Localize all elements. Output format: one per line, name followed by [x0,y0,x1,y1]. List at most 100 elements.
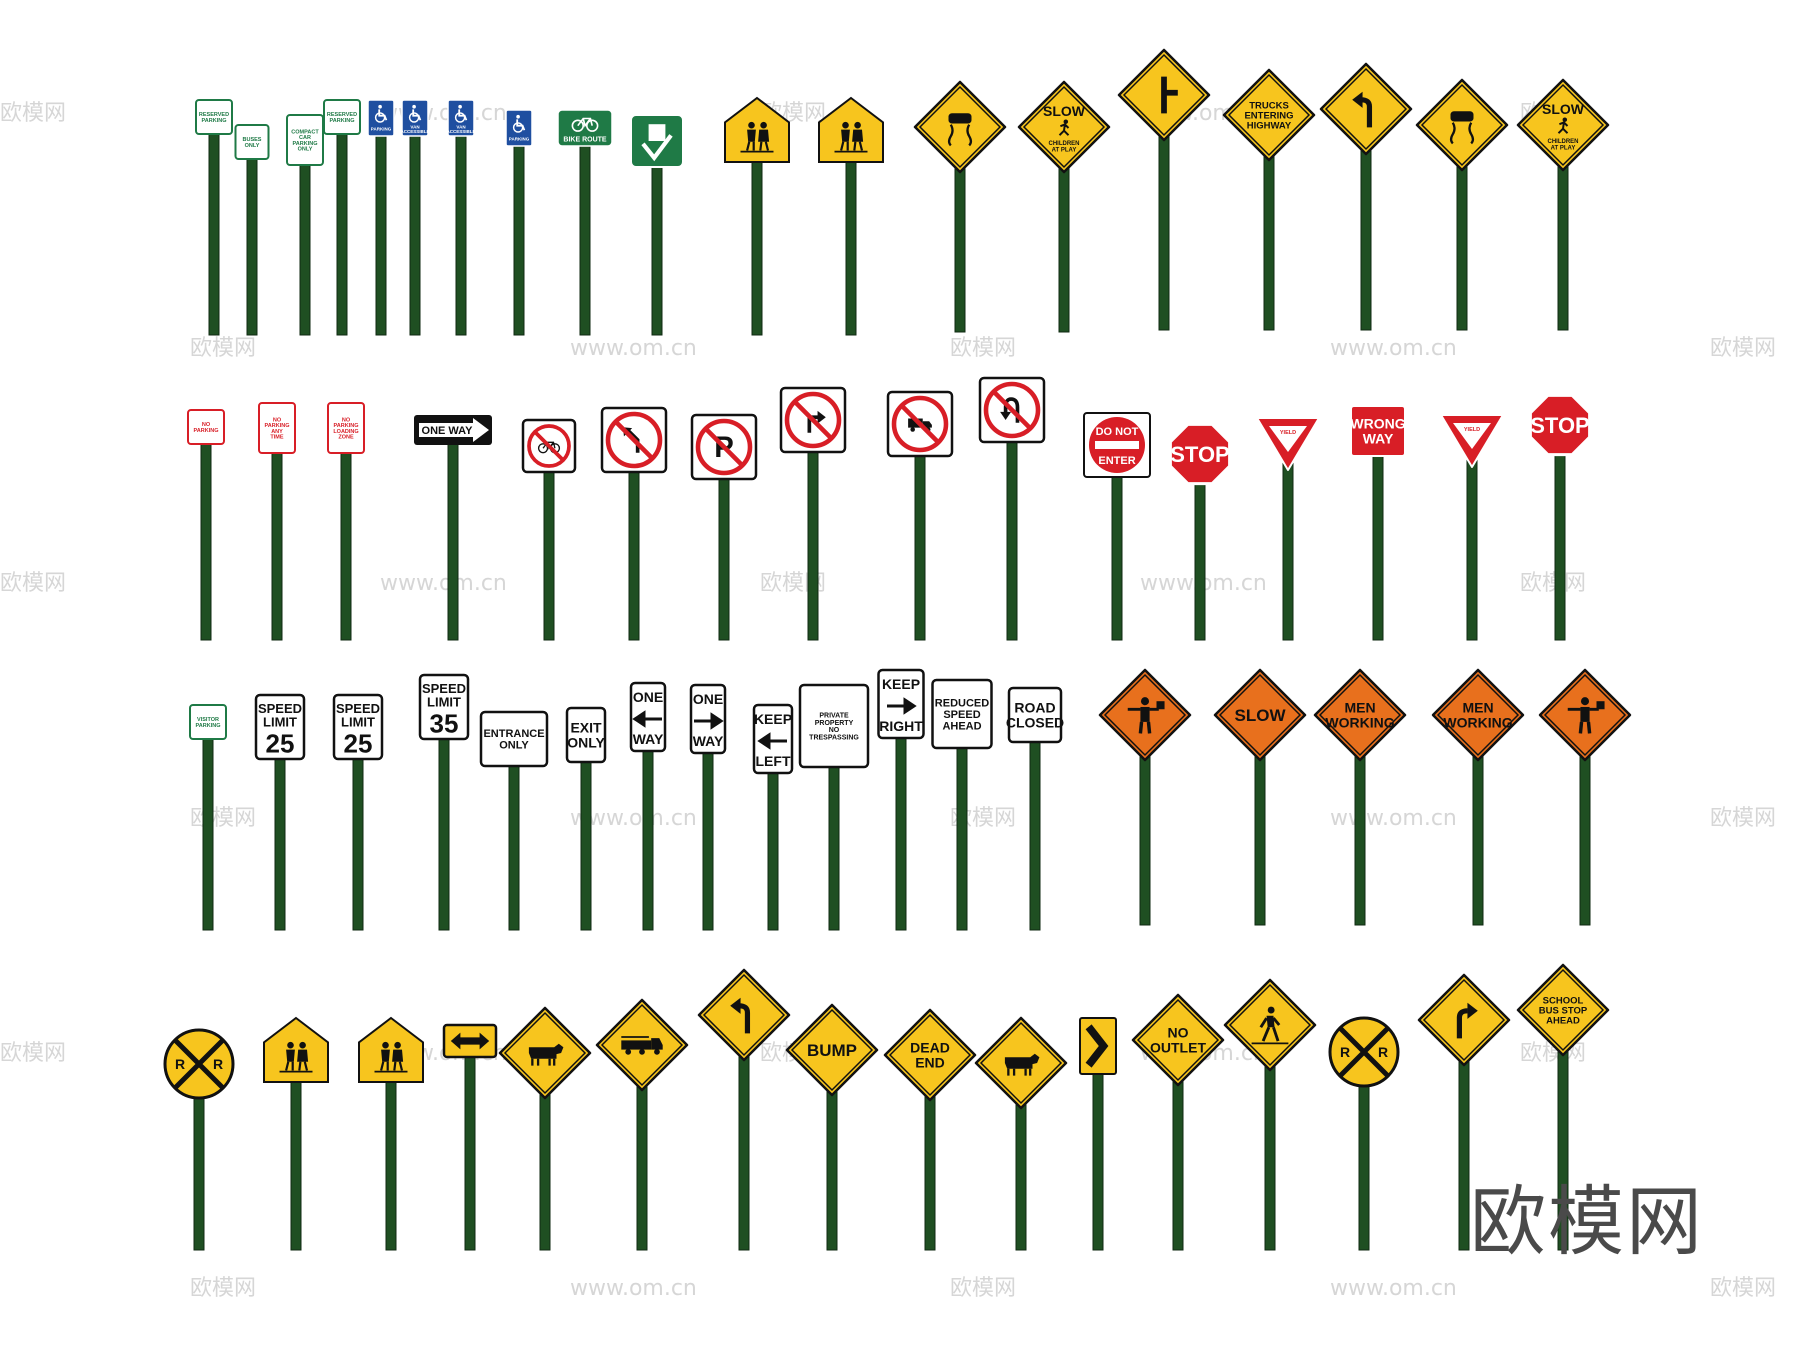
sign-board [1213,668,1307,762]
sign-text: CHILDREN [1548,139,1579,145]
slippery-road-icon [947,113,973,147]
sign-text: SLOW [1235,706,1287,725]
sign-text: LIMIT [263,715,297,730]
sign: BIKE ROUTE [557,109,613,336]
sign-board [697,968,791,1062]
sign [779,386,847,641]
chevron-right-icon [1085,1024,1109,1068]
sign-text: LOADING [333,429,358,435]
sign [263,1016,329,1251]
sign-pole [1006,439,1018,641]
sign-pole [956,745,968,931]
bicycle-icon [571,117,599,132]
wheelchair-icon [512,114,526,133]
sign-pole [1456,163,1468,331]
sign-text: ZONE [338,435,354,441]
prohibition-circle-icon [891,395,949,453]
sign [974,1016,1068,1251]
sign-text: LIMIT [341,715,375,730]
sign-pole [642,748,654,931]
cow-icon [528,1043,564,1066]
sign-text: PARKING [194,428,219,434]
sign-text: R [1340,1044,1350,1060]
school-children-icon [834,121,868,153]
sign-text: ONLY [298,147,313,153]
sign-text: PROPERTY [815,720,854,727]
sign-pole [924,1093,936,1251]
watermark-text: 欧模网 [0,571,66,596]
double-arrow-icon [450,1032,490,1050]
sign-pole [845,159,857,336]
sign-pole [738,1053,750,1251]
sign [1117,48,1211,331]
sign-text: R [1378,1044,1388,1060]
arrow-right-icon [887,697,917,715]
flagger-icon [1127,697,1165,734]
information-icon [641,124,673,162]
sign-text: ENTER [1098,455,1135,467]
watermark-text: www.om.cn [570,1276,697,1301]
sign-board [1431,668,1525,762]
sign-text: PARKING [334,423,359,429]
watermark-text: www.om.cn [570,336,697,361]
sign-pole [1354,753,1366,926]
sign-board [195,99,233,135]
sign-board [332,693,384,761]
sign [1079,1017,1117,1251]
sign-text: 35 [430,708,459,738]
sign-text: WORKING [1443,714,1512,730]
sign [1538,668,1632,926]
sign [978,376,1046,641]
sign-board [818,96,884,163]
sign-text: OUTLET [1150,1039,1206,1055]
sign-pole [385,1079,397,1251]
watermark-text: www.om.cn [1330,806,1457,831]
sign [913,80,1007,333]
prohibition-circle-icon [983,381,1041,439]
sign-pole [1264,1063,1276,1251]
watermark-text: 欧模网 [0,1041,66,1066]
sign-text: PARKING [265,423,290,429]
watermark-text: 欧模网 [1520,571,1586,596]
watermark-text: www.om.cn [380,101,507,126]
child-running-icon [1058,119,1070,136]
watermark-text: 欧模网 [190,336,256,361]
sign-text: PARKING [371,127,392,132]
sign-pole [1579,753,1591,926]
sign-board [189,704,227,740]
sign-text: STOP [1170,442,1230,467]
sign-pole [1472,753,1484,926]
school-children-icon [279,1041,313,1073]
sign [886,390,954,641]
sign-text: 25 [266,728,295,758]
sign: YIELD [1256,417,1320,641]
sign-text: PARKING [330,118,355,124]
sign-text: DO NOT [1096,426,1139,438]
sign-pole [628,469,640,641]
sign-text: R [213,1056,223,1072]
sign-pole [1092,1071,1104,1251]
prohibition-circle-icon [527,424,571,468]
sign: DO NOT ENTER [1083,412,1151,641]
flagger-icon [1567,697,1605,734]
sign-pole [1029,739,1041,931]
sign-pole [409,133,421,336]
sign-pole [1254,753,1266,926]
sign-pole [826,1088,838,1251]
sign: STOP [1528,393,1592,641]
sign-pole [1466,458,1478,641]
sign-pole [807,449,819,641]
sign-board [263,1016,329,1083]
sign-board [1168,422,1232,486]
